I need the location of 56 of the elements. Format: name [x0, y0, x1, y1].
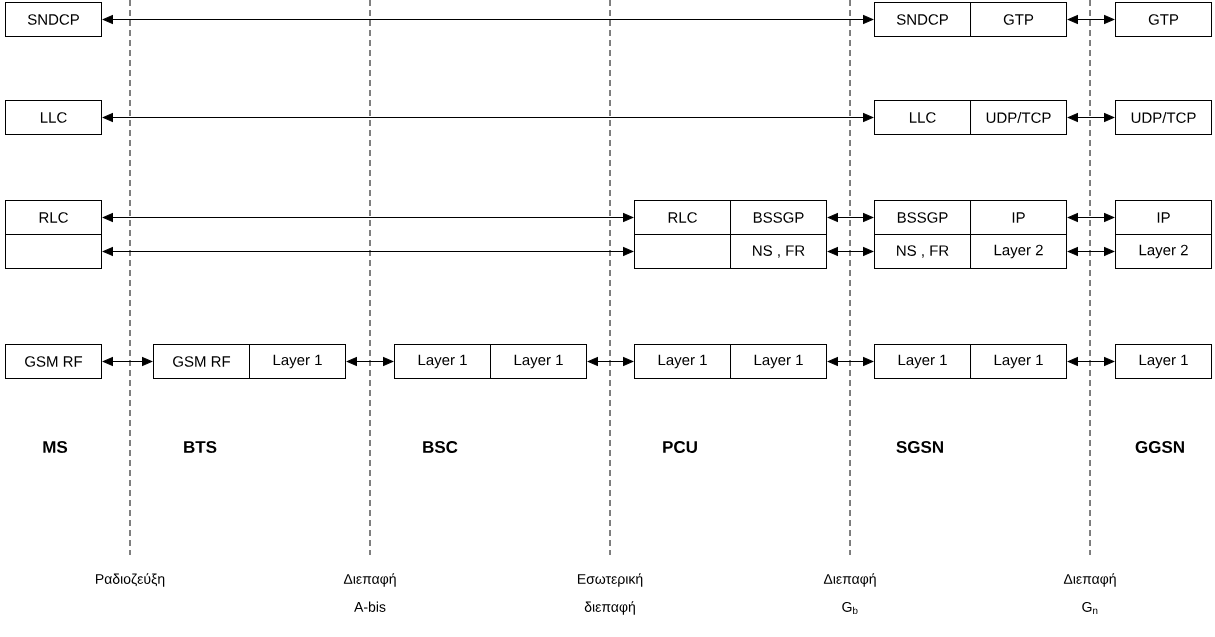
protocol-box: SNDCP	[5, 2, 102, 37]
protocol-box: UDP/TCP	[1115, 100, 1212, 135]
protocol-box: GSM RF	[5, 344, 102, 379]
arrow	[587, 357, 634, 366]
protocol-box: Layer 1	[394, 344, 491, 379]
arrow	[102, 213, 634, 222]
node-name: SGSN	[896, 441, 943, 454]
protocol-box: Layer 1	[970, 344, 1067, 379]
interface-label: Ραδιοζεύξη	[96, 573, 165, 587]
node-name: BSC	[423, 441, 458, 454]
arrow	[827, 357, 874, 366]
arrow	[1067, 357, 1115, 366]
protocol-box: GSM RF	[153, 344, 250, 379]
protocol-box: BSSGP	[730, 200, 827, 235]
interface-label: Διεπαφή G$_{n}$	[1063, 573, 1116, 614]
protocol-box: GTP	[970, 2, 1067, 37]
protocol-box	[5, 234, 102, 269]
arrow	[1067, 247, 1115, 256]
protocol-box: Layer 1	[490, 344, 587, 379]
protocol-box: Layer 1	[249, 344, 346, 379]
arrow	[1067, 113, 1115, 122]
arrow	[102, 113, 874, 122]
protocol-box: SNDCP	[874, 2, 971, 37]
protocol-box: LLC	[5, 100, 102, 135]
interface-label: Διεπαφή G$_{b}$	[823, 573, 876, 614]
interface-label: Διεπαφή A-bis	[343, 573, 396, 612]
protocol-box: NS , FR	[874, 234, 971, 269]
node-name: MS	[43, 441, 68, 454]
arrow	[102, 15, 874, 24]
protocol-box: RLC	[5, 200, 102, 235]
arrow	[827, 213, 874, 222]
arrow	[827, 247, 874, 256]
node-name: BTS	[184, 441, 217, 454]
protocol-box: LLC	[874, 100, 971, 135]
interface-label: Εσωτερική διεπαφή	[578, 573, 643, 615]
protocol-box: Layer 2	[1115, 234, 1212, 269]
protocol-box: Layer 1	[730, 344, 827, 379]
protocol-box: BSSGP	[874, 200, 971, 235]
protocol-box: GTP	[1115, 2, 1212, 37]
protocol-box: NS , FR	[730, 234, 827, 269]
protocol-box: IP	[970, 200, 1067, 235]
arrow	[346, 357, 394, 366]
node-name: GGSN	[1135, 441, 1184, 454]
protocol-box: RLC	[634, 200, 731, 235]
protocol-box: Layer 1	[874, 344, 971, 379]
arrow	[1067, 213, 1115, 222]
protocol-box: Layer 1	[634, 344, 731, 379]
node-name: PCU	[663, 441, 697, 454]
arrow	[102, 357, 153, 366]
protocol-box	[634, 234, 731, 269]
protocol-box: Layer 1	[1115, 344, 1212, 379]
protocol-box: Layer 2	[970, 234, 1067, 269]
arrow	[102, 247, 634, 256]
arrow	[1067, 15, 1115, 24]
protocol-box: IP	[1115, 200, 1212, 235]
protocol-box: UDP/TCP	[970, 100, 1067, 135]
